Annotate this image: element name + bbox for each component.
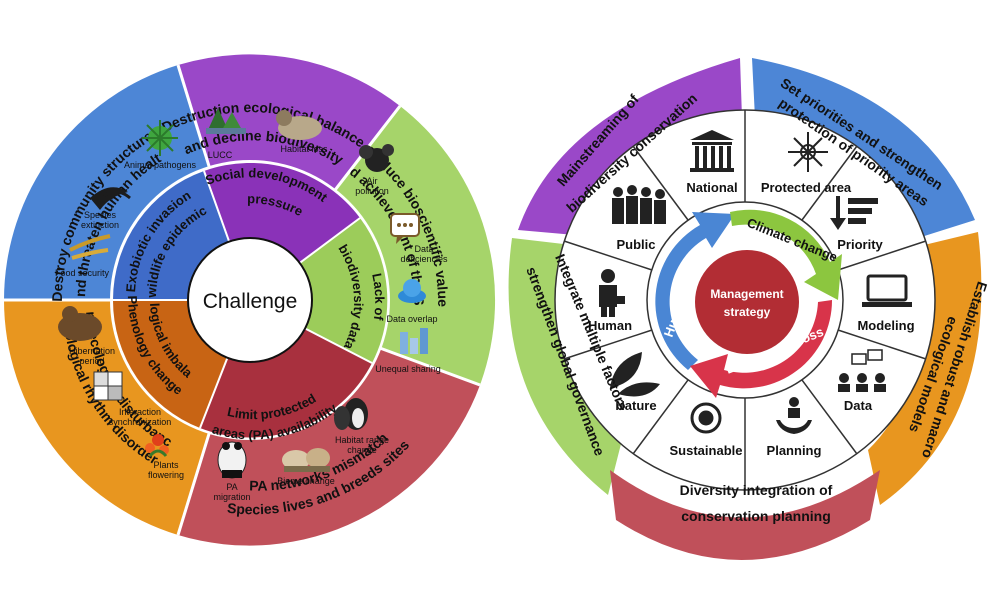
sector-inner-green [250, 218, 388, 363]
management-center-label-2: strategy [724, 305, 771, 319]
wheel-label-human: Human [588, 318, 632, 333]
band-blue [752, 58, 975, 238]
data-overlap-label: Data overlap [386, 314, 437, 324]
interaction-label-1: Interaction [119, 407, 161, 417]
virus-icon [142, 120, 178, 156]
wheel-label-priority: Priority [837, 237, 883, 252]
wheel-label-public: Public [616, 237, 655, 252]
arrow-climate-change [730, 209, 842, 300]
air-pollution-icon [359, 144, 394, 172]
air-pollution-label-1: Air [367, 176, 378, 186]
habitat-loss-icon [276, 110, 322, 140]
habitat-loss-label: Habitat loss [280, 144, 328, 154]
globe-icon [398, 279, 426, 303]
band-orange [868, 232, 982, 505]
plants-flowering-label-2: flowering [148, 470, 184, 480]
panda-icon [217, 441, 247, 479]
flower-icon [145, 434, 169, 457]
animal-pathogens-label: Animal pathogens [124, 160, 197, 170]
plants-flowering-label-1: Plants [153, 460, 179, 470]
hibernation-label-2: period [79, 356, 104, 366]
data-sharing-icon [400, 328, 428, 354]
nature-icon [610, 352, 660, 397]
band-red-label-2: conservation planning [681, 508, 831, 524]
wheel-label-protected-area: Protected area [761, 180, 852, 195]
air-pollution-label-2: pollution [355, 186, 389, 196]
data-people-icon [838, 349, 886, 392]
sustainable-icon [690, 402, 722, 434]
band-red [610, 470, 880, 560]
wheel-label-national: National [686, 180, 737, 195]
modeling-icon [862, 274, 912, 307]
band-red-label-1: Diversity integration of [680, 482, 833, 498]
hibernation-label-1: Hibernation [69, 346, 115, 356]
management-center-label-1: Management [710, 287, 783, 301]
band-green [508, 238, 622, 495]
challenge-wheel: Challenge Destruction ecological balance… [0, 0, 496, 546]
challenge-center [187, 237, 313, 363]
data-deficiencies-label-1: Data [414, 244, 433, 254]
puzzle-icon [93, 371, 123, 401]
unequal-sharing-label: Unequal sharing [375, 364, 441, 374]
inner-lack-label-1: Lack of [369, 272, 387, 322]
wheel-label-data: Data [844, 398, 873, 413]
strategy-wheel: Human activity Climate change Biodiversi… [508, 58, 991, 560]
pa-migration-label-1: PA [226, 482, 237, 492]
band-purple [518, 58, 742, 235]
management-center [695, 250, 799, 354]
species-extinction-label-2: extinction [81, 220, 119, 230]
national-icon [690, 130, 734, 172]
bear-icon [58, 306, 102, 341]
food-security-label: Food security [55, 268, 110, 278]
wheel-label-nature: Nature [615, 398, 656, 413]
arrow-human-activity [655, 212, 735, 370]
data-deficiencies-label-2: deficiencies [400, 254, 448, 264]
species-extinction-label-1: Species [84, 210, 117, 220]
planning-icon [776, 397, 812, 434]
human-icon [599, 269, 625, 317]
wheel-spokes [563, 110, 927, 490]
habitat-range-label-1: Habitat range [335, 435, 389, 445]
wheel-label-modeling: Modeling [857, 318, 914, 333]
lucc-icon [206, 108, 246, 134]
lucc-label: LUCC [208, 150, 233, 160]
protected-area-icon [788, 132, 828, 172]
wheel-label-sustainable: Sustainable [670, 443, 743, 458]
public-icon [612, 185, 666, 224]
priority-icon [830, 196, 878, 230]
interaction-label-2: synchronization [109, 417, 172, 427]
biome-change-label: Biome change [277, 476, 335, 486]
pa-migration-label-2: migration [213, 492, 250, 502]
penguin-icon [334, 398, 368, 430]
habitat-range-label-2: change [347, 445, 377, 455]
arrow-biodiversity-loss [690, 300, 833, 398]
wheel-label-planning: Planning [767, 443, 822, 458]
herd-icon [282, 448, 330, 472]
chat-icon [390, 213, 420, 244]
bird-icon [90, 187, 131, 210]
wheat-icon [69, 234, 111, 260]
challenge-center-label: Challenge [203, 290, 298, 313]
